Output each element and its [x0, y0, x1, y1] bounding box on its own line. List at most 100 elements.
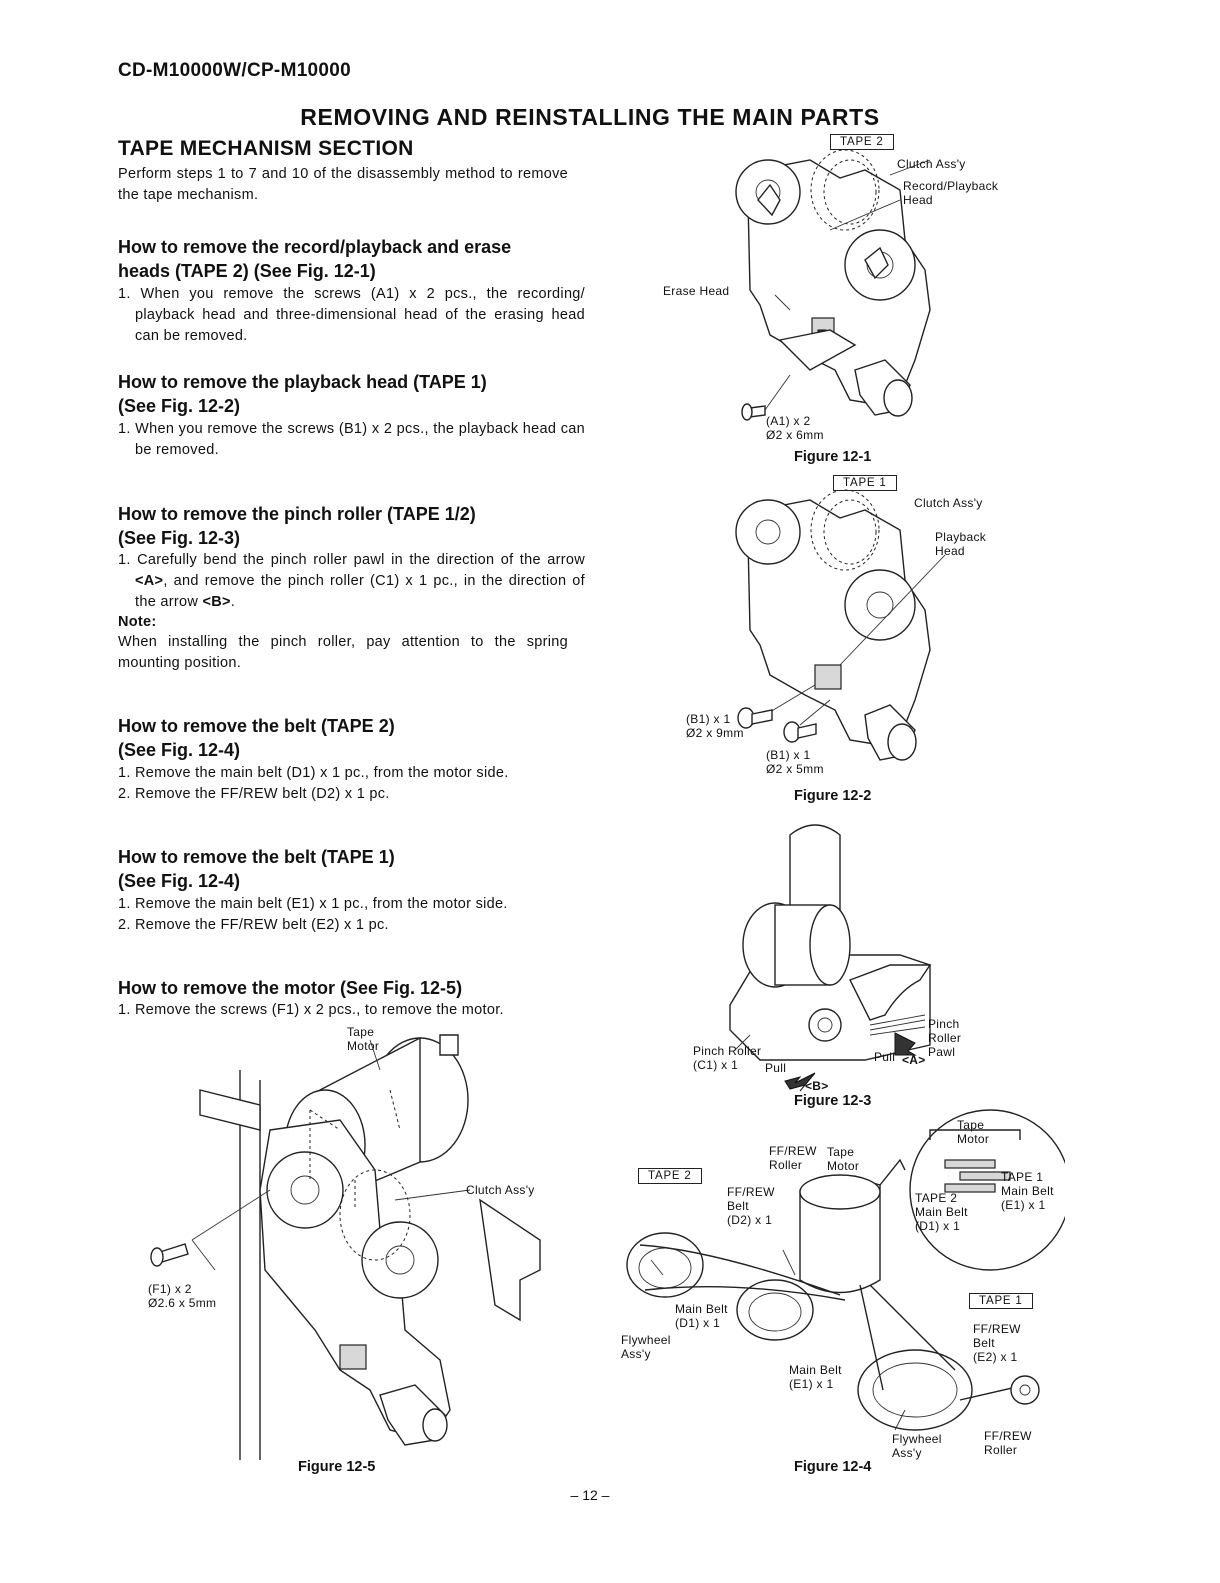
procedure-heading: How to remove the pinch roller (TAPE 1/2… [118, 502, 578, 550]
clutch-assy-label: Clutch Ass'y [897, 157, 966, 171]
step-text: , and remove the pinch roller (C1) x 1 p… [135, 573, 585, 610]
label-line: Belt [727, 1199, 749, 1213]
figure-12-2-drawing [735, 489, 946, 761]
label-line: Main Belt [675, 1302, 728, 1316]
screw-a1-label: (A1) x 2 Ø2 x 6mm [766, 414, 824, 442]
figure-12-3-drawing [729, 824, 932, 1092]
tape-motor-label: Tape Motor [347, 1025, 379, 1053]
procedure-heading: How to remove the belt (TAPE 2) (See Fig… [118, 714, 578, 762]
heading-line: heads (TAPE 2) (See Fig. 12-1) [118, 261, 376, 281]
heading-line: How to remove the playback head (TAPE 1) [118, 372, 487, 392]
procedure-step: 1. Remove the main belt (D1) x 1 pc., fr… [118, 765, 509, 781]
label-line: Pawl [928, 1045, 956, 1059]
tape-motor-label: Tape Motor [827, 1145, 859, 1173]
label-line: (E2) x 1 [973, 1350, 1018, 1364]
label-line: Playback [935, 530, 987, 544]
page-title: REMOVING AND REINSTALLING THE MAIN PARTS [300, 104, 880, 130]
procedure-heading: How to remove the belt (TAPE 1) (See Fig… [118, 845, 578, 893]
heading-line: How to remove the belt (TAPE 2) [118, 716, 395, 736]
label-line: Main Belt [789, 1363, 842, 1377]
step-text: . [230, 594, 236, 610]
heading-line: How to remove the belt (TAPE 1) [118, 847, 395, 867]
label-line: (D1) x 1 [915, 1219, 961, 1233]
pinch-roller-pawl-label: Pinch Roller Pawl [928, 1017, 961, 1059]
pinch-roller-label: Pinch Roller (C1) x 1 [693, 1044, 761, 1072]
figure-12-5-drawing [150, 1034, 541, 1460]
label-line: Belt [973, 1336, 995, 1350]
label-line: Motor [827, 1159, 860, 1173]
label-line: Ø2 x 5mm [766, 762, 824, 776]
label-line: (D2) x 1 [727, 1213, 773, 1227]
page-number: – 12 – [570, 1487, 610, 1503]
arrow-b-label: <B> [805, 1079, 829, 1093]
procedure-step: 1. Carefully bend the pinch roller pawl … [118, 550, 585, 613]
label-line: Ø2 x 6mm [766, 428, 824, 442]
clutch-assy-label: Clutch Ass'y [914, 496, 983, 510]
detail-tape-motor-label: Tape Motor [957, 1118, 989, 1146]
procedure-heading: How to remove the motor (See Fig. 12-5) [118, 976, 578, 1000]
label-line: FF/REW [973, 1322, 1021, 1336]
screw-b1-label: (B1) x 1 Ø2 x 5mm [766, 748, 824, 776]
label-line: Tape [957, 1118, 985, 1132]
label-line: (E1) x 1 [789, 1377, 834, 1391]
label-line: Motor [347, 1039, 380, 1053]
label-line: Flywheel [892, 1432, 942, 1446]
main-belt-e1-label: Main Belt (E1) x 1 [789, 1363, 842, 1391]
heading-line: How to remove the pinch roller (TAPE 1/2… [118, 504, 476, 524]
label-line: (B1) x 1 [686, 712, 731, 726]
tape-1-tag: TAPE 1 [833, 475, 897, 491]
ffrew-roller-label: FF/REW Roller [984, 1429, 1032, 1457]
label-line: Tape [827, 1145, 855, 1159]
procedure-step: 1. When you remove the screws (B1) x 2 p… [118, 421, 585, 458]
tape-2-tag: TAPE 2 [638, 1168, 702, 1184]
ffrew-belt-e2-label: FF/REW Belt (E2) x 1 [973, 1322, 1021, 1364]
ffrew-belt-d2-label: FF/REW Belt (D2) x 1 [727, 1185, 775, 1227]
procedure-heading: How to remove the record/playback and er… [118, 235, 578, 283]
figure-12-3-caption: Figure 12-3 [794, 1093, 872, 1109]
screw-f1-label: (F1) x 2 Ø2.6 x 5mm [148, 1282, 216, 1310]
detail-tape2-main-belt-label: TAPE 2 Main Belt (D1) x 1 [915, 1191, 968, 1233]
figure-12-2-caption: Figure 12-2 [794, 788, 872, 804]
arrow-a-label: <A> [902, 1053, 926, 1067]
figure-12-4-caption: Figure 12-4 [794, 1459, 872, 1475]
screw-b1-label: (B1) x 1 Ø2 x 9mm [686, 712, 744, 740]
main-belt-d1-label: Main Belt (D1) x 1 [675, 1302, 728, 1330]
label-line: Ass'y [892, 1446, 922, 1460]
label-line: Head [935, 544, 965, 558]
label-line: TAPE 2 [915, 1191, 958, 1205]
heading-line: How to remove the motor (See Fig. 12-5) [118, 978, 463, 998]
label-line: Ø2 x 9mm [686, 726, 744, 740]
note-label: Note: [118, 614, 157, 630]
label-line: (F1) x 2 [148, 1282, 192, 1296]
intro-text: Perform steps 1 to 7 and 10 of the disas… [118, 166, 568, 203]
section-title: TAPE MECHANISM SECTION [118, 137, 414, 160]
flywheel-assy-label: Flywheel Ass'y [621, 1333, 671, 1361]
label-line: FF/REW [769, 1144, 817, 1158]
step-text: 1. Carefully bend the pinch roller pawl … [118, 552, 585, 568]
pull-a-label: Pull [874, 1050, 896, 1064]
heading-line: (See Fig. 12-4) [118, 740, 241, 760]
procedure-heading: How to remove the playback head (TAPE 1)… [118, 370, 578, 418]
flywheel-assy-label: Flywheel Ass'y [892, 1432, 942, 1460]
label-line: FF/REW [727, 1185, 775, 1199]
record-playback-head-label: Record/Playback Head [903, 179, 998, 207]
model-number: CD-M10000W/CP-M10000 [118, 60, 352, 81]
procedure-step: 1. When you remove the screws (A1) x 2 p… [118, 286, 585, 344]
heading-line: (See Fig. 12-4) [118, 871, 241, 891]
label-line: Motor [957, 1132, 990, 1146]
label-line: Roller [769, 1158, 803, 1172]
pull-b-label: Pull [765, 1061, 787, 1075]
procedure-step: 2. Remove the FF/REW belt (D2) x 1 pc. [118, 786, 390, 802]
procedure-step: 1. Remove the main belt (E1) x 1 pc., fr… [118, 896, 508, 912]
label-line: Ass'y [621, 1347, 651, 1361]
label-line: Roller [928, 1031, 962, 1045]
label-line: Record/Playback [903, 179, 999, 193]
label-line: (B1) x 1 [766, 748, 811, 762]
label-line: Main Belt [915, 1205, 968, 1219]
figure-12-5-caption: Figure 12-5 [298, 1459, 376, 1475]
heading-line: How to remove the record/playback and er… [118, 237, 512, 257]
label-line: (D1) x 1 [675, 1316, 721, 1330]
label-line: Tape [347, 1025, 375, 1039]
figure-12-1-caption: Figure 12-1 [794, 449, 872, 465]
label-line: TAPE 1 [1001, 1170, 1044, 1184]
